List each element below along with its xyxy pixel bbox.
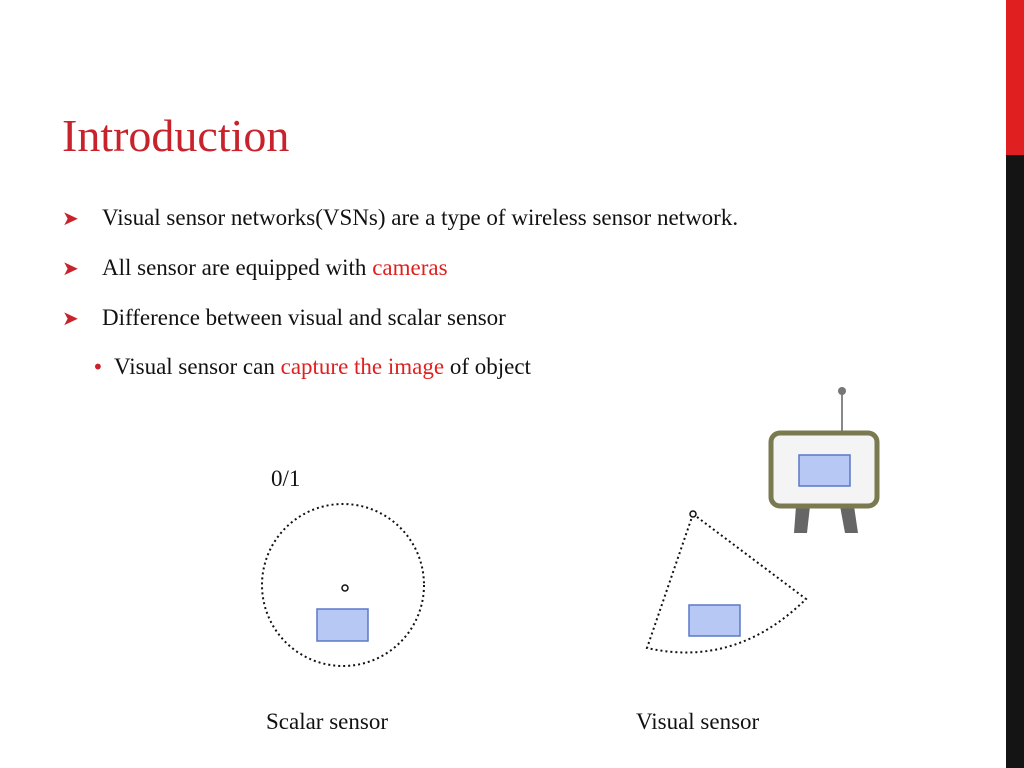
sub-bullet-highlight: capture the image bbox=[280, 354, 445, 379]
bullet-2-text: All sensor are equipped with bbox=[102, 255, 373, 280]
scalar-sensor-label: Scalar sensor bbox=[266, 709, 388, 734]
bullet-3-text: Difference between visual and scalar sen… bbox=[102, 305, 506, 330]
visual-field-of-view bbox=[645, 512, 808, 654]
binary-output-label: 0/1 bbox=[271, 466, 301, 491]
sub-bullet-after: of object bbox=[444, 354, 531, 379]
bullet-2-highlight: cameras bbox=[372, 255, 448, 280]
bullet-2: ➤ All sensor are equipped with cameras bbox=[62, 254, 448, 282]
scalar-sensor-node bbox=[341, 584, 349, 592]
visual-sensor-node bbox=[689, 510, 697, 518]
scalar-sensing-range bbox=[261, 503, 425, 667]
camera-icon bbox=[768, 387, 880, 533]
bullet-3: ➤ Difference between visual and scalar se… bbox=[62, 304, 506, 332]
edge-bar-red bbox=[1006, 0, 1024, 155]
sub-bullet: • Visual sensor can capture the image of … bbox=[92, 353, 531, 381]
bullet-1: ➤ Visual sensor networks(VSNs) are a type… bbox=[62, 204, 738, 232]
slide-title: Introduction bbox=[62, 110, 290, 161]
visual-object-box bbox=[688, 604, 741, 637]
slide-edge-bar bbox=[1006, 0, 1024, 768]
visual-sensor-label: Visual sensor bbox=[636, 709, 760, 734]
arrow-bullet-icon: ➤ bbox=[62, 306, 79, 330]
scalar-object-box bbox=[316, 608, 369, 642]
edge-bar-black bbox=[1006, 155, 1024, 768]
arrow-bullet-icon: ➤ bbox=[62, 256, 79, 280]
arrow-bullet-icon: ➤ bbox=[62, 206, 79, 230]
sub-bullet-text: Visual sensor can bbox=[114, 354, 281, 379]
bullet-1-text: Visual sensor networks(VSNs) are a type … bbox=[102, 205, 739, 230]
dot-bullet-icon: • bbox=[92, 355, 104, 379]
